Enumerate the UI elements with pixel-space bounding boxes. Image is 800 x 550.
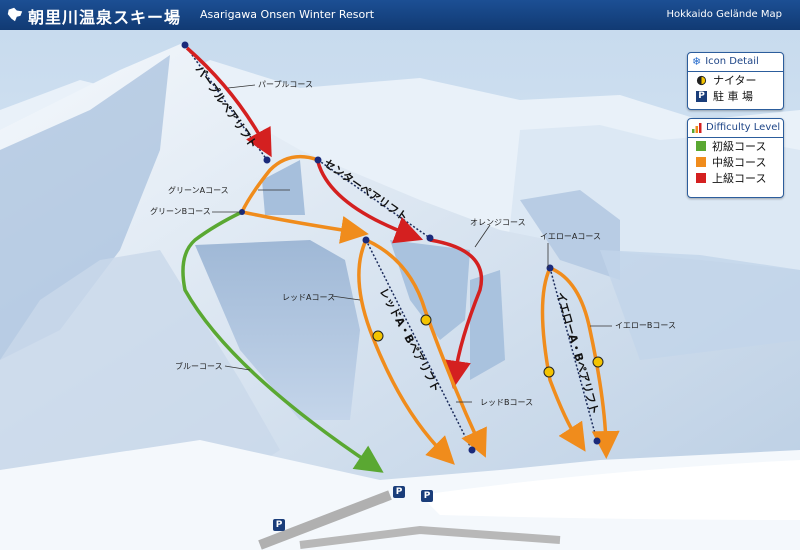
label-green-a-course: グリーンAコース bbox=[168, 186, 229, 195]
base-snowfield bbox=[420, 460, 800, 520]
label-yellow-a-course: イエローAコース bbox=[540, 232, 601, 241]
orange-course[interactable] bbox=[429, 238, 484, 389]
blue-course[interactable] bbox=[181, 210, 384, 473]
parking-marker[interactable]: P bbox=[421, 490, 433, 502]
lift-stations bbox=[181, 41, 601, 454]
parking-marker[interactable]: P bbox=[273, 519, 285, 531]
label-red-a-course: レッドAコース bbox=[282, 293, 336, 302]
intermediate-label: 中級コース bbox=[712, 156, 767, 169]
map-caption: Hokkaido Gelände Map bbox=[666, 9, 782, 20]
leader-lines bbox=[212, 84, 612, 403]
ski-map bbox=[0, 30, 800, 550]
bar-chart-icon bbox=[692, 123, 702, 133]
legend-row-parking: P 駐 車 場 bbox=[688, 88, 783, 104]
legend-row-intermediate: 中級コース bbox=[688, 154, 783, 170]
legend-row-advanced: 上級コース bbox=[688, 170, 783, 186]
beginner-swatch bbox=[696, 141, 706, 151]
night-icons bbox=[372, 314, 604, 378]
upper-forest bbox=[262, 160, 305, 215]
label-purple-course: パープルコース bbox=[258, 80, 313, 89]
right-slope bbox=[600, 250, 800, 360]
yellow-a-course[interactable] bbox=[540, 267, 586, 452]
page-subtitle: Asarigawa Onsen Winter Resort bbox=[200, 8, 375, 21]
access-road-2 bbox=[299, 525, 561, 549]
access-road bbox=[258, 490, 392, 550]
page-title: 朝里川温泉スキー場 bbox=[28, 8, 182, 27]
green-a-course[interactable] bbox=[239, 154, 369, 244]
advanced-label: 上級コース bbox=[712, 172, 767, 185]
yellow-b-course[interactable] bbox=[549, 266, 620, 459]
night-icon bbox=[696, 75, 707, 85]
label-blue-course: ブルーコース bbox=[175, 362, 223, 371]
red-a-course[interactable] bbox=[357, 239, 455, 465]
left-shadow bbox=[0, 55, 170, 360]
purple-course[interactable] bbox=[185, 46, 272, 158]
parking-icon: P bbox=[696, 90, 707, 102]
intermediate-swatch bbox=[696, 157, 706, 167]
red-lift-line bbox=[365, 239, 473, 451]
legend-row-night: ナイター bbox=[688, 72, 783, 88]
central-forest bbox=[195, 240, 360, 420]
advanced-swatch bbox=[696, 173, 706, 183]
yellow-lift-line bbox=[549, 267, 598, 442]
difficulty-panel-title: Difficulty Level bbox=[706, 122, 781, 133]
icon-detail-panel: ❄ Icon Detail ナイター P 駐 車 場 bbox=[687, 52, 784, 110]
parking-label: 駐 車 場 bbox=[713, 90, 753, 103]
parking-marker[interactable]: P bbox=[393, 486, 405, 498]
label-orange-course: オレンジコース bbox=[470, 218, 526, 227]
legend-row-beginner: 初級コース bbox=[688, 138, 783, 154]
right-forest bbox=[520, 190, 620, 280]
header-bar: 朝里川温泉スキー場 Asarigawa Onsen Winter Resort … bbox=[0, 0, 800, 30]
night-label: ナイター bbox=[713, 74, 757, 87]
mid-forest bbox=[390, 240, 470, 340]
difficulty-panel: Difficulty Level 初級コース 中級コース 上級コース bbox=[687, 118, 784, 198]
orange-red-upper-course[interactable] bbox=[316, 161, 424, 244]
snowflake-icon: ❄ bbox=[692, 55, 702, 68]
hokkaido-icon bbox=[7, 7, 23, 22]
label-yellow-b-course: イエローBコース bbox=[615, 321, 677, 330]
label-green-b-course: グリーンBコース bbox=[150, 207, 211, 216]
beginner-label: 初級コース bbox=[712, 140, 767, 153]
label-red-b-course: レッドBコース bbox=[480, 398, 534, 407]
icon-panel-title: Icon Detail bbox=[705, 56, 759, 67]
